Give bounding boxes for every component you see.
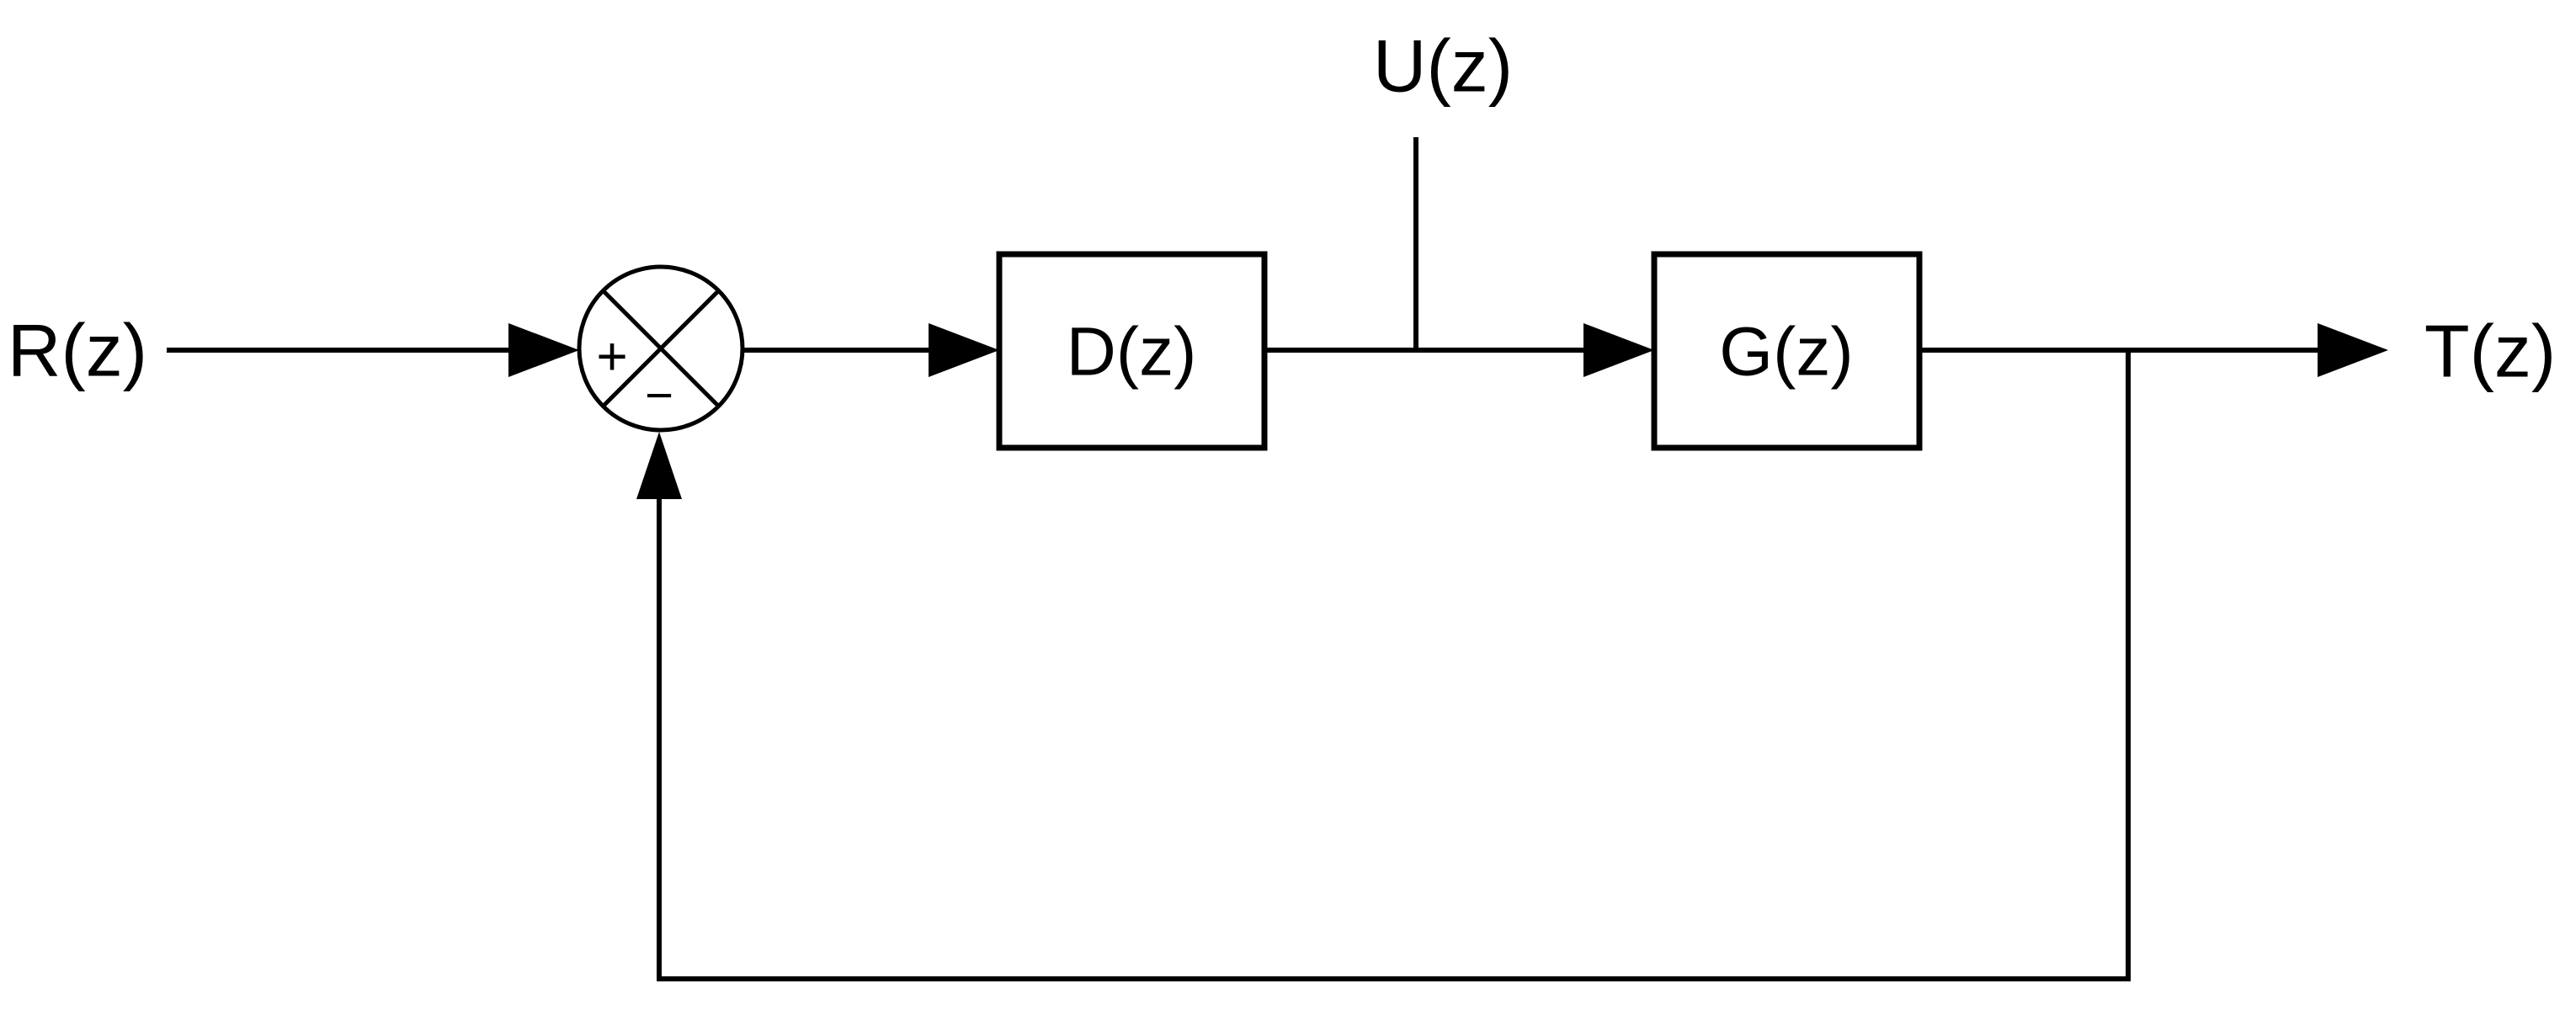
plant-block [1651, 251, 1923, 451]
input-arrowhead-icon [508, 323, 579, 377]
controller-input-arrowhead-icon [929, 323, 999, 377]
plant-input-arrowhead-icon [1583, 323, 1654, 377]
minus-sign: − [645, 369, 673, 423]
output-arrowhead-icon [2318, 323, 2388, 377]
output-signal-label: T(z) [2424, 310, 2556, 393]
input-signal-label: R(z) [8, 309, 147, 392]
plant-block-label: G(z) [1719, 314, 1853, 391]
control-signal-label: U(z) [1373, 24, 1513, 108]
controller-block-label: D(z) [1067, 314, 1197, 391]
feedback-arrowhead-icon [636, 432, 682, 499]
summing-junction-diagonal-2 [602, 290, 720, 407]
plus-sign: + [596, 326, 627, 386]
